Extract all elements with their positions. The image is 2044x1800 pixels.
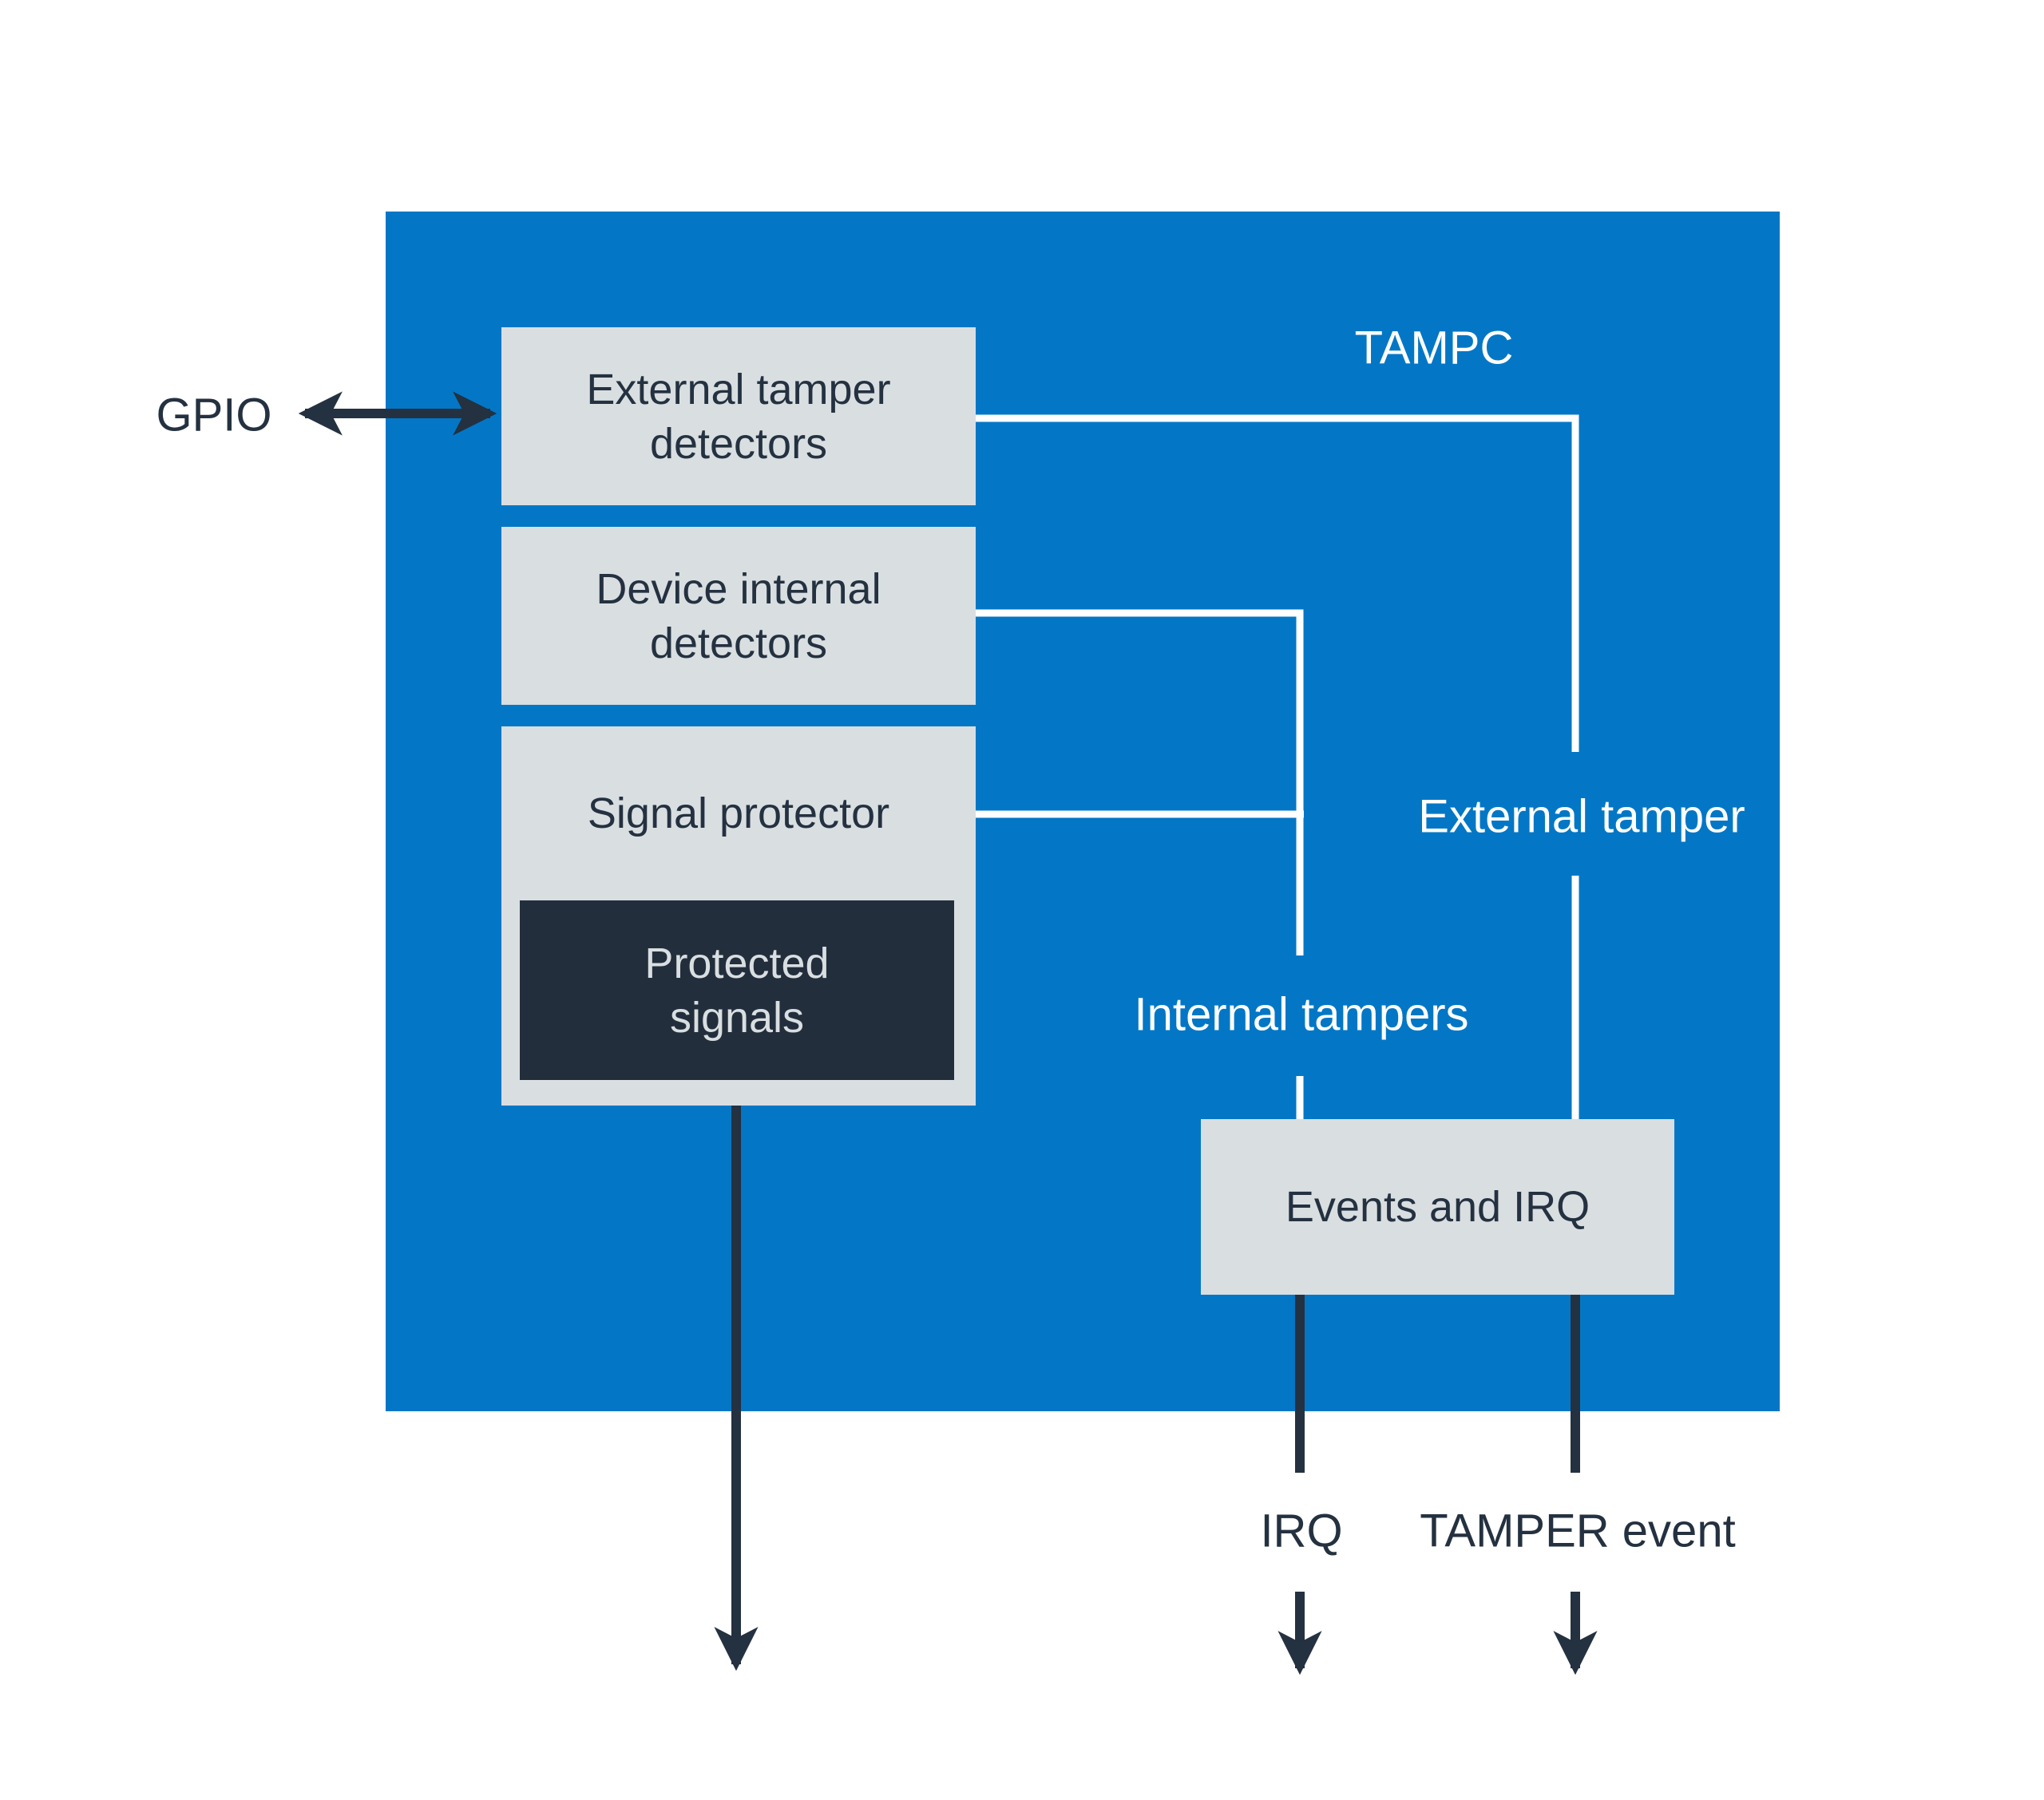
block-device-internal-detectors-label: Device internal detectors [596,564,881,667]
irq-label: IRQ [1260,1505,1343,1557]
tampc-title: TAMPC [1354,322,1514,374]
block-events-and-irq-label: Events and IRQ [1285,1183,1590,1231]
tamper-event-label: TAMPER event [1420,1505,1736,1557]
external-tamper-wire-label: External tamper [1418,790,1745,843]
block-protected-signals: Protected signals [520,900,954,1080]
block-protected-signals-label: Protected signals [644,939,830,1042]
wire-internal-tampers-upper [976,609,1304,955]
gpio-label: GPIO [156,389,272,441]
wire-external-tamper-upper [976,414,1579,752]
block-events-and-irq: Events and IRQ [1201,1119,1674,1295]
block-signal-protector-label: Signal protector [587,789,890,837]
block-external-tamper-detectors-label: External tamper detectors [586,365,891,468]
internal-tampers-wire-label: Internal tampers [1134,988,1469,1041]
block-device-internal-detectors: Device internal detectors [501,527,976,705]
block-external-tamper-detectors: External tamper detectors [501,327,976,505]
